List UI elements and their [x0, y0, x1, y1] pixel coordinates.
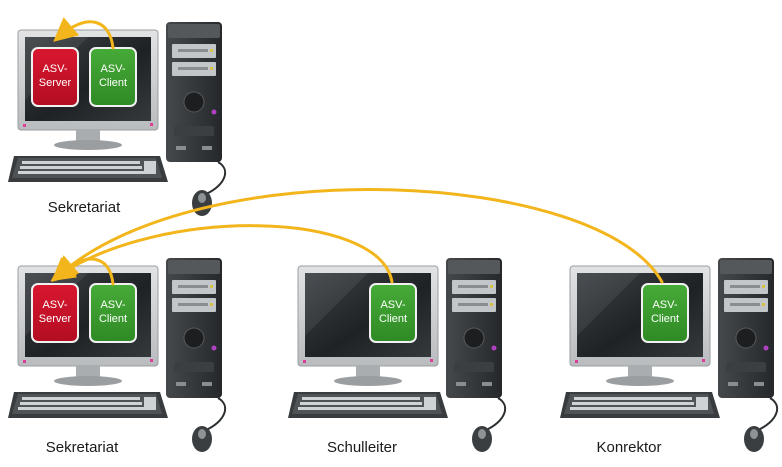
- asv-client-box: ASV- Client: [89, 47, 137, 107]
- caption-top-sekretariat: Sekretariat: [48, 199, 121, 216]
- asv-client-label-line2: Client: [651, 313, 679, 325]
- asv-client-label-line2: Client: [99, 313, 127, 325]
- asv-client-box: ASV- Client: [369, 283, 417, 343]
- arrow-schulleiter-to-server: [50, 224, 394, 284]
- workstation-top-sekretariat: ASV- Server ASV- Client: [7, 21, 227, 217]
- asv-server-box: ASV- Server: [31, 283, 79, 343]
- arrow-konrektor-to-server: [51, 188, 664, 284]
- asv-client-label-line2: Client: [379, 313, 407, 325]
- workstation-bottom-middle-schulleiter: ASV- Client: [287, 257, 507, 453]
- asv-client-label-line2: Client: [99, 77, 127, 89]
- asv-client-box: ASV- Client: [89, 283, 137, 343]
- asv-server-label-line2: Server: [39, 77, 72, 89]
- asv-client-label-line1: ASV-: [652, 299, 677, 311]
- caption-bottom-right-konrektor: Konrektor: [596, 439, 661, 456]
- connection-arrows: [50, 17, 664, 286]
- arrow-top-client-to-server: [53, 17, 115, 50]
- asv-client-label-line1: ASV-: [100, 299, 125, 311]
- caption-bottom-middle-schulleiter: Schulleiter: [327, 439, 397, 456]
- asv-server-label-line1: ASV-: [42, 63, 67, 75]
- caption-bottom-left-sekretariat: Sekretariat: [46, 439, 119, 456]
- asv-client-label-line1: ASV-: [380, 299, 405, 311]
- asv-server-box: ASV- Server: [31, 47, 79, 107]
- workstation-bottom-left-sekretariat: ASV- Server ASV- Client: [7, 257, 227, 453]
- asv-client-box: ASV- Client: [641, 283, 689, 343]
- asv-server-label-line1: ASV-: [42, 299, 67, 311]
- workstation-bottom-right-konrektor: ASV- Client: [559, 257, 779, 453]
- asv-client-label-line1: ASV-: [100, 63, 125, 75]
- asv-server-label-line2: Server: [39, 313, 72, 325]
